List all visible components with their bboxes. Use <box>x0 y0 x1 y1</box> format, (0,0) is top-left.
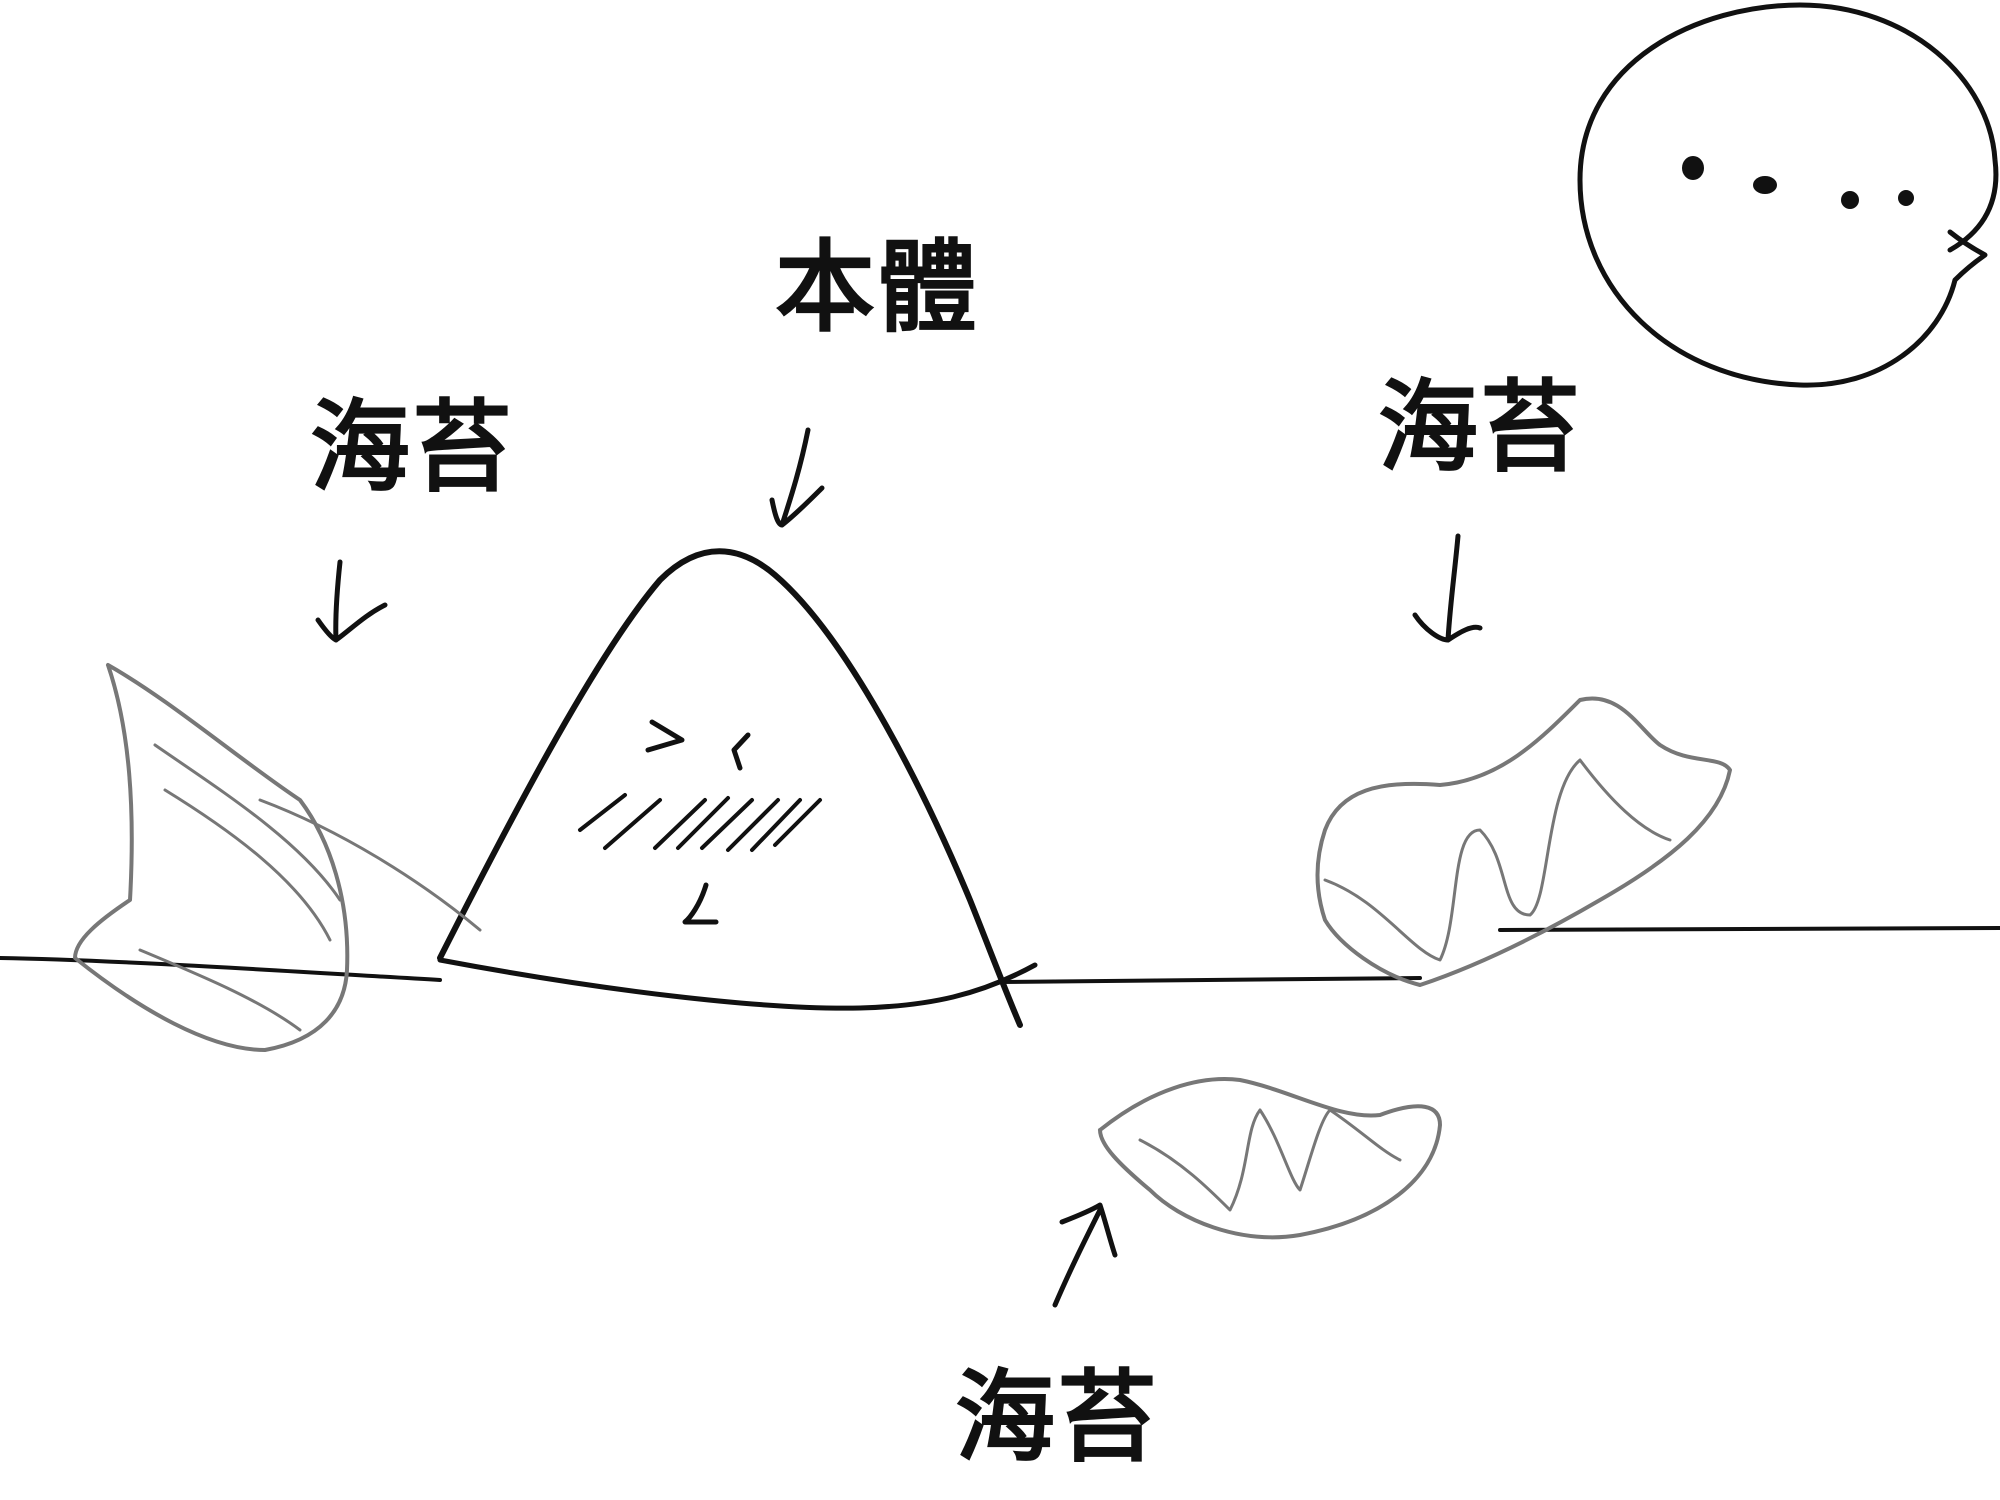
arrow-to-left-seaweed <box>315 559 388 643</box>
arrow-to-bottom-seaweed <box>1052 1202 1118 1308</box>
right-eye-closed <box>731 732 751 771</box>
seaweed-bottom-drawing <box>1098 1077 1442 1240</box>
blush-marks <box>578 793 822 852</box>
label-seaweed-right: 海苔 <box>1378 369 1582 486</box>
ellipsis-dots <box>1682 156 1914 209</box>
label-seaweed-left: 海苔 <box>310 389 514 506</box>
seaweed-right-drawing <box>1315 696 1732 987</box>
rice-face <box>578 719 822 925</box>
mouth <box>682 882 719 925</box>
rice-body-outline <box>437 548 1023 1028</box>
arrow-to-body <box>769 427 825 528</box>
rice-body-base <box>437 957 1038 1011</box>
speech-bubble <box>1577 2 1999 388</box>
ground-line <box>0 926 2000 984</box>
seaweed-left-drawing <box>73 663 482 1052</box>
arrow-to-right-seaweed <box>1412 533 1483 643</box>
label-seaweed-bottom: 海苔 <box>955 1359 1159 1476</box>
label-body: 本體 <box>775 229 979 346</box>
left-eye-closed <box>645 719 685 753</box>
